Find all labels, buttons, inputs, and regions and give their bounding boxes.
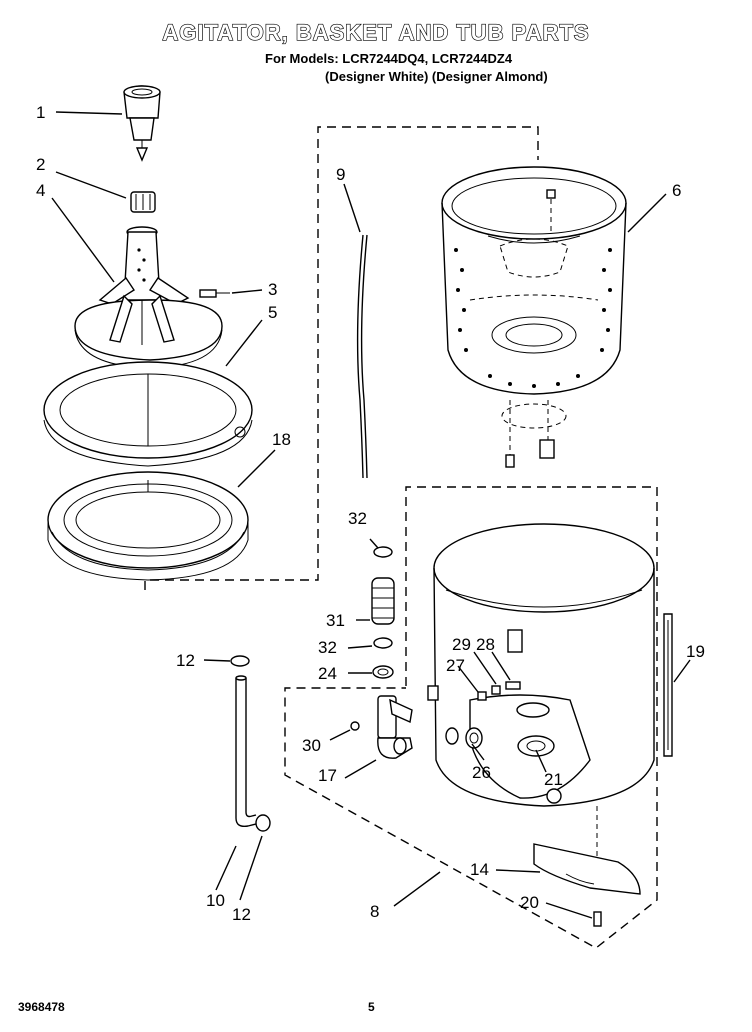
callout-8: 8	[370, 902, 379, 921]
callout-1: 1	[36, 103, 45, 122]
model-numbers: For Models: LCR7244DQ4, LCR7244DZ4	[265, 51, 513, 66]
callout-24: 24	[318, 664, 337, 683]
part-grommet-24	[372, 665, 394, 679]
callout-9: 9	[336, 165, 345, 184]
callout-32-top: 32	[348, 509, 367, 528]
callout-18: 18	[272, 430, 291, 449]
callout-12-bottom: 12	[232, 905, 251, 924]
callout-labels: 1 2 4 3 5 9 6 18 32 31 32 24 29 28 27 30…	[36, 103, 705, 924]
part-hardware	[350, 681, 521, 745]
part-agitator	[74, 191, 223, 369]
model-colors: (Designer White) (Designer Almond)	[325, 69, 548, 84]
leader-lines	[51, 111, 691, 919]
part-clamp-32-top	[373, 546, 393, 558]
part-drain-hose-10	[235, 675, 257, 828]
part-screw-3	[199, 289, 230, 298]
part-clamp-32-bottom	[373, 637, 393, 649]
page-title: AGITATOR, BASKET AND TUB PARTS	[162, 19, 590, 45]
callout-27: 27	[446, 656, 465, 675]
document-number: 3968478	[18, 1000, 65, 1014]
part-tub-seal	[47, 471, 249, 581]
basket-group-frame	[144, 126, 539, 590]
part-screw-20	[593, 911, 602, 927]
callout-6: 6	[672, 181, 681, 200]
page-number: 5	[368, 1000, 375, 1014]
callout-20: 20	[520, 893, 539, 912]
part-pump-17	[377, 685, 439, 759]
part-basket	[441, 166, 627, 468]
part-shield-14	[533, 843, 641, 895]
callout-21: 21	[544, 770, 563, 789]
part-hose-31	[371, 577, 395, 625]
callout-4: 4	[36, 181, 45, 200]
callout-19: 19	[686, 642, 705, 661]
callout-2: 2	[36, 155, 45, 174]
callout-31: 31	[326, 611, 345, 630]
callout-17: 17	[318, 766, 337, 785]
part-clamp-12-top	[230, 655, 250, 667]
part-strap-19	[663, 613, 673, 757]
part-outer-tub	[433, 523, 655, 880]
part-agitator-cap	[123, 85, 161, 162]
callout-10: 10	[206, 891, 225, 910]
part-clamp-12-bottom	[255, 814, 271, 832]
callout-3: 3	[268, 280, 277, 299]
callout-30: 30	[302, 736, 321, 755]
callout-26: 26	[472, 763, 491, 782]
callout-32-bottom: 32	[318, 638, 337, 657]
callout-14: 14	[470, 860, 489, 879]
callout-29: 29	[452, 635, 471, 654]
callout-12-top: 12	[176, 651, 195, 670]
callout-28: 28	[476, 635, 495, 654]
tub-group-frame	[284, 486, 658, 949]
part-basket-ring	[43, 361, 253, 467]
callout-5: 5	[268, 303, 277, 322]
part-hose-9	[356, 234, 368, 479]
